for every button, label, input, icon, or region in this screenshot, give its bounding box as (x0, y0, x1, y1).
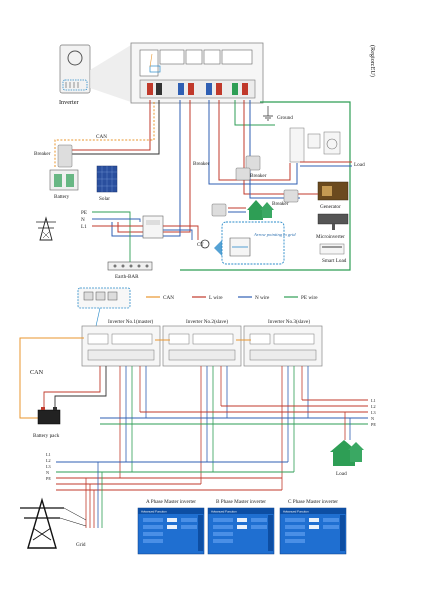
can-label-bottom: CAN (30, 369, 44, 376)
grid-tower-top-icon (36, 216, 56, 241)
battery-icon (49, 169, 79, 191)
battery-pack-icon (37, 407, 61, 425)
breaker-generator-label: Breaker (250, 173, 267, 179)
screen-b-header: Advanced Function (211, 510, 237, 514)
load-label-bottom: Load (336, 471, 347, 477)
battery-label: Battery (54, 194, 70, 200)
load-bus-l2: L2 (371, 404, 376, 409)
screen-b: Advanced Function (207, 507, 275, 555)
legend-label: CAN (163, 295, 174, 301)
load-appliances-icon (289, 127, 341, 163)
inverter-terminal-board (130, 42, 264, 104)
breaker-battery-label: Breaker (34, 151, 51, 157)
breaker-micro (283, 189, 299, 203)
grid-bus (56, 461, 294, 491)
grid-pe-label: PE (81, 210, 87, 216)
legend-label: PE wire (301, 295, 318, 301)
microinverter-icon (317, 213, 349, 230)
inverter-small-icon (59, 44, 91, 94)
grid-bus-l3: L3 (46, 464, 51, 469)
arrow-note-label: Arrow pointing to grid (253, 232, 296, 237)
inverter-label: Inverter (59, 99, 79, 106)
screen-c: Advanced Function (279, 507, 347, 555)
ct-callout (221, 221, 285, 265)
zoom-projection (90, 45, 131, 102)
energy-meter (142, 215, 164, 239)
grid-n-label: N (81, 217, 85, 223)
earth-bar (107, 261, 153, 271)
house-icon-top (247, 200, 274, 220)
screen-a-header: Advanced Function (141, 510, 167, 514)
legend-label: N wire (255, 295, 270, 301)
screen-a-title: A Phase Master inverter (146, 499, 196, 505)
breaker-load-label: Breaker (193, 161, 210, 167)
ground-label: Ground (277, 115, 293, 121)
battery-pack-label: Battery pack (33, 433, 60, 439)
inverter-drop-wires (119, 366, 309, 490)
microinverter-label: Microinverter (316, 234, 345, 240)
inverter-1-label: Inverter No.1(master) (108, 318, 153, 325)
load-bus-pe: PE (371, 422, 376, 427)
grid-bus-l2: L2 (46, 458, 51, 463)
region-label: (Region:EU) (369, 45, 376, 77)
screen-c-title: C Phase Master inverter (288, 499, 338, 505)
load-bus (100, 399, 368, 425)
breaker-micro-label: Breaker (272, 201, 289, 207)
smart-load-icon (319, 243, 345, 255)
load-bus-n: N (371, 416, 374, 421)
load-bus-l1: L1 (371, 398, 376, 403)
solar-panel-icon (96, 165, 118, 193)
grid-bus-n: N (46, 470, 49, 475)
inverter-3-label: Inverter No.3(slave) (268, 318, 310, 325)
wire-legend: CAN L wire N wire PE wire (146, 295, 318, 301)
battery-breaker (57, 144, 73, 168)
breaker-generator-1 (235, 167, 251, 181)
earth-bar-label: Earth-BAR (115, 274, 139, 280)
screen-b-title: B Phase Master inverter (216, 499, 266, 505)
comm-port-callout (77, 287, 131, 327)
inverter-2-board (162, 325, 242, 367)
grid-tower-bottom-icon (20, 497, 87, 549)
solar-label: Solar (99, 196, 110, 202)
grid-label: Grid (76, 542, 86, 548)
inverter-3-board (243, 325, 323, 367)
breaker-load (245, 155, 261, 171)
ground-icon (263, 106, 273, 121)
breaker-house (211, 203, 227, 217)
smart-load-label: Smart Load (322, 258, 347, 264)
load-label-top: Load (354, 162, 365, 168)
inverter-2-label: Inverter No.2(slave) (186, 318, 228, 325)
inverter-1-board (81, 325, 161, 367)
ct-label: CT (197, 242, 204, 248)
load-house-icon (330, 440, 364, 466)
generator-label: Generator (320, 204, 341, 210)
can-label-top: CAN (96, 134, 107, 140)
screen-a: Advanced Function (137, 507, 205, 555)
ct-clamp (200, 239, 210, 249)
generator-icon (317, 181, 349, 201)
screen-c-header: Advanced Function (283, 510, 309, 514)
load-bus-l3: L3 (371, 410, 376, 415)
ct-arrow (214, 240, 222, 256)
legend-label: L wire (209, 295, 223, 301)
grid-bus-l1: L1 (46, 452, 51, 457)
grid-bus-pe: PE (46, 476, 51, 481)
grid-l1-label: L1 (81, 224, 87, 230)
